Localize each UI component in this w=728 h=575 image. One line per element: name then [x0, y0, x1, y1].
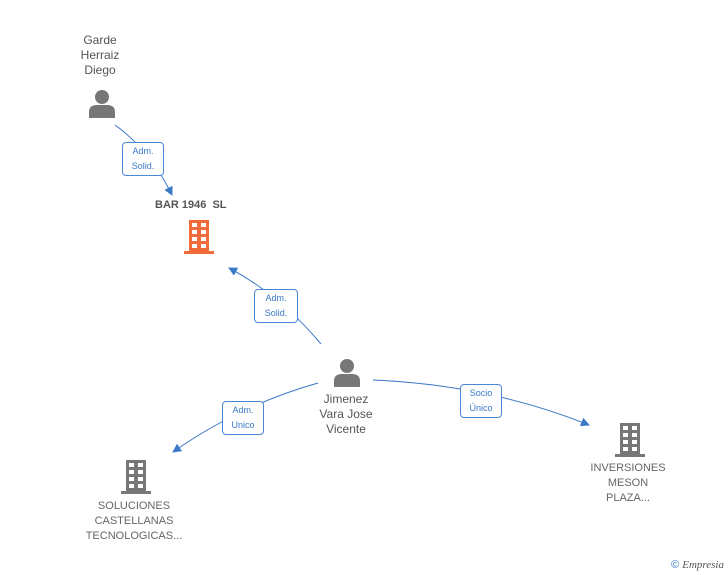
- node-label-inversiones-meson-plaza[interactable]: INVERSIONES MESON PLAZA...: [590, 462, 666, 504]
- building-icon[interactable]: [121, 460, 151, 494]
- person-icon[interactable]: [334, 359, 360, 387]
- person-icon[interactable]: [89, 90, 115, 118]
- edge-label-adm-solid: Adm. Solid.: [122, 142, 164, 176]
- copyright-icon: ©: [671, 559, 680, 571]
- footer-copyright: © Empresia: [671, 559, 724, 571]
- building-icon[interactable]: [615, 423, 645, 457]
- empresia-logo[interactable]: Empresia: [682, 559, 724, 571]
- node-label-bar-1946-sl[interactable]: BAR 1946 SL: [155, 199, 227, 211]
- node-label-soluciones-castellanas[interactable]: SOLUCIONES CASTELLANAS TECNOLOGICAS...: [85, 500, 183, 542]
- building-icon[interactable]: [184, 220, 214, 254]
- node-label-jimenez-vara-jose-vicente[interactable]: Jimenez Vara Jose Vicente: [319, 392, 373, 436]
- edge-label-adm-solid: Adm. Solid.: [254, 289, 298, 323]
- node-label-garde-herraiz-diego[interactable]: Garde Herraiz Diego: [80, 33, 120, 77]
- edge-label-adm-unico: Adm. Unico: [222, 401, 264, 435]
- edge-label-socio-unico: Socio Único: [460, 384, 502, 418]
